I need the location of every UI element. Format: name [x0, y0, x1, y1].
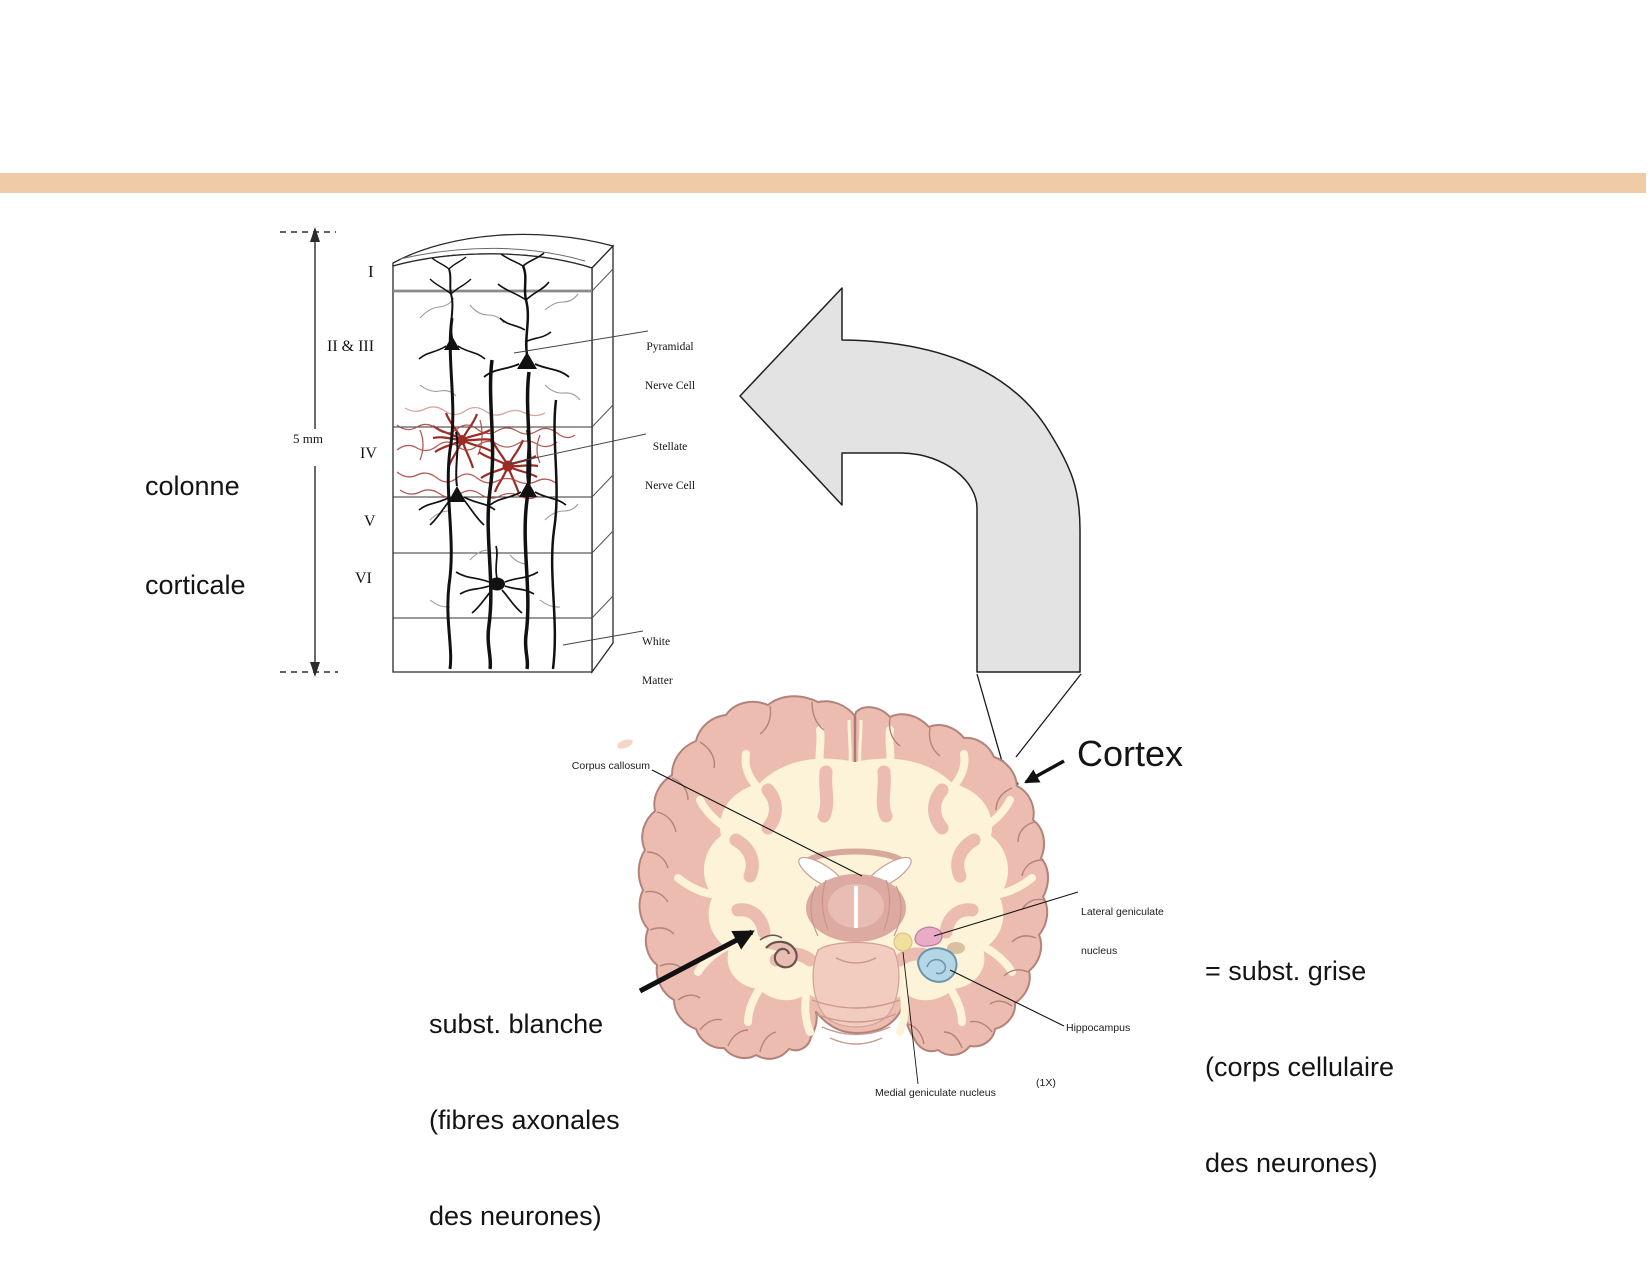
column-caption-line2: corticale: [145, 570, 246, 600]
white-matter-note: subst. blanche (fibres axonales des neur…: [429, 944, 620, 1275]
pyramidal-label-line1: Pyramidal: [646, 341, 694, 353]
brainstem-striations: [811, 957, 901, 1045]
hippocampus-label: Hippocampus: [1066, 1022, 1131, 1034]
longitudinal-fissure: [847, 716, 863, 763]
stellate-label-line1: Stellate: [652, 441, 688, 453]
lateral-geniculate-label: Lateral geniculate nucleus: [1081, 880, 1164, 984]
scale-label: 5 mm: [293, 431, 323, 446]
medial-geniculate-label: Medial geniculate nucleus: [875, 1087, 996, 1099]
pyramidal-cell-label: Pyramidal Nerve Cell: [636, 315, 704, 419]
layer-label-V: V: [364, 513, 376, 530]
paper-smudge: [617, 739, 633, 749]
layer-label-IV: IV: [360, 445, 377, 462]
stellate-cell-label: Stellate Nerve Cell: [636, 415, 704, 519]
cortical-column-figure: [280, 227, 649, 677]
brain-pointer-lines: [651, 769, 1079, 1085]
gray-matter-note-line3: des neurones): [1205, 1148, 1378, 1178]
column-caption-line1: colonne: [145, 471, 240, 501]
midbrain: [812, 941, 900, 1028]
column-caption: colonne corticale: [145, 404, 246, 668]
gray-matter-note-line1: = subst. grise: [1205, 956, 1367, 986]
gray-matter-note-line2: (corps cellulaire: [1205, 1052, 1395, 1082]
white-matter-label-line2: Matter: [642, 675, 673, 687]
scale-measure-line: [280, 227, 338, 677]
cortex-title: Cortex: [1077, 733, 1184, 774]
layer-label-I: I: [368, 262, 374, 281]
white-matter-arrow: [638, 929, 755, 994]
hippocampus-curl: [926, 958, 947, 975]
parahippocampal-area: [947, 942, 965, 954]
layer-lines: [393, 268, 614, 619]
layer-label-II-III: II & III: [327, 338, 375, 355]
column-box: [392, 233, 615, 675]
white-matter-label-line1: White: [642, 636, 671, 648]
white-matter-note-line3: des neurones): [429, 1201, 602, 1231]
white-matter-label: White Matter: [642, 610, 673, 714]
corpus-callosum-label: Corpus callosum: [571, 760, 650, 772]
zoom-funnel: [976, 673, 1082, 766]
accent-bar: [0, 173, 1646, 193]
left-temporal-crevice: [759, 934, 783, 941]
pyramidal-label-line2: Nerve Cell: [644, 380, 696, 392]
left-hippocampus-spiral: [765, 940, 798, 969]
white-matter-note-line2: (fibres axonales: [429, 1105, 620, 1135]
corpus-callosum: [804, 848, 906, 865]
layer-label-VI: VI: [355, 570, 372, 587]
white-matter-note-line1: subst. blanche: [429, 1009, 604, 1039]
gray-matter-note: = subst. grise (corps cellulaire des neu…: [1205, 891, 1394, 1243]
hippocampus-shape: [916, 947, 958, 983]
white-matter-fingers: [674, 726, 1036, 1036]
cortex-arrow: [1024, 759, 1065, 784]
brain-illustration: [617, 695, 1079, 1085]
medial-geniculate-nucleus: [893, 932, 913, 952]
internal-capsule-lines: [810, 879, 902, 937]
lgn-label-line1: Lateral geniculate: [1081, 906, 1164, 918]
lgn-label-line2: nucleus: [1081, 945, 1118, 957]
pyramidal-cells: [418, 252, 570, 670]
lateral-geniculate-nucleus: [914, 926, 943, 947]
column-pointer-lines: [506, 330, 649, 646]
sulci-lines: [644, 701, 1045, 1053]
magnification-label: (1X): [1036, 1077, 1056, 1089]
stellate-scribbles: [396, 406, 576, 500]
stellate-label-line2: Nerve Cell: [644, 480, 696, 492]
